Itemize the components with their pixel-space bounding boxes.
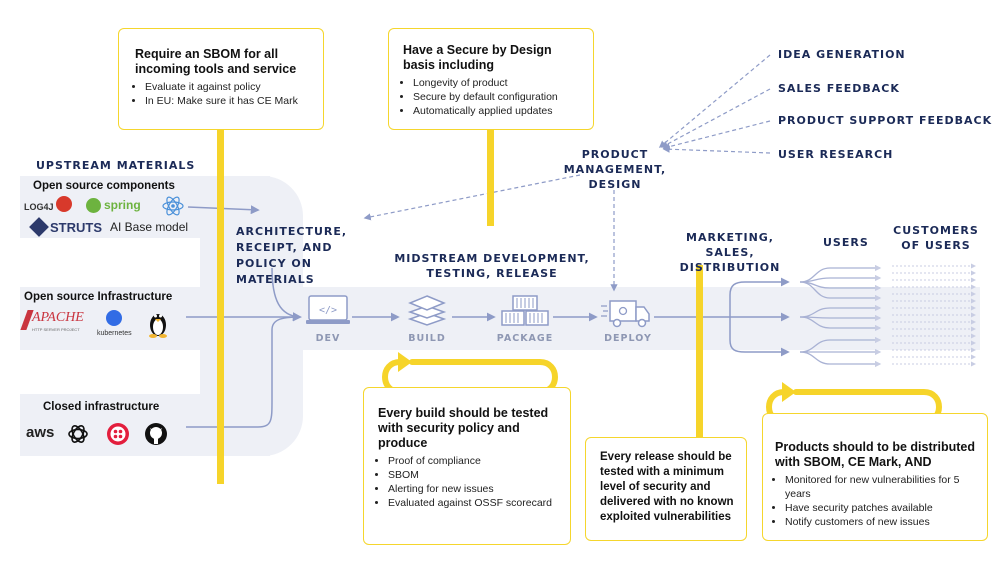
input-idea-generation: IDEA GENERATION xyxy=(778,48,906,61)
list-item: Automatically applied updates xyxy=(413,104,583,118)
list-item: Longevity of product xyxy=(413,76,583,90)
list-item: Monitored for new vulnerabilities for 5 … xyxy=(785,473,977,501)
yellow-connector-design xyxy=(487,128,494,226)
callout-secure-design-title: Have a Secure by Design basis including xyxy=(403,43,552,72)
input-sales-feedback: SALES FEEDBACK xyxy=(778,82,900,95)
closed-infra-title: Closed infrastructure xyxy=(43,401,160,413)
deploy-truck-icon xyxy=(601,300,650,328)
spring-leaf-icon xyxy=(86,198,101,213)
struts-logo: STRUTS xyxy=(50,220,102,235)
stage-dev: DEV xyxy=(315,333,341,344)
react-atom-icon xyxy=(162,196,184,216)
list-item: Alerting for new issues xyxy=(388,482,560,496)
apache-logo: APACHE xyxy=(32,310,84,325)
twilio-icon xyxy=(107,423,129,445)
ai-base-model-label: AI Base model xyxy=(110,220,189,234)
callout-sbom-list: Evaluate it against policy In EU: Make s… xyxy=(135,80,313,108)
open-source-infra-title: Open source Infrastructure xyxy=(24,291,173,303)
callout-build-test-list: Proof of compliance SBOM Alerting for ne… xyxy=(378,454,560,510)
kubernetes-logo: kubernetes xyxy=(97,330,132,337)
github-icon xyxy=(145,423,167,445)
open-source-components-logos: LOG4J spring STRUTS AI Base model xyxy=(24,196,194,238)
midstream-label: MIDSTREAM DEVELOPMENT, TESTING, RELEASE xyxy=(394,252,590,280)
stage-build: BUILD xyxy=(408,333,446,344)
aws-icon: aws xyxy=(26,424,55,441)
callout-distribution: Products should to be distributed with S… xyxy=(762,413,988,541)
input-product-support-feedback: PRODUCT SUPPORT FEEDBACK xyxy=(778,114,993,127)
open-source-infra-logos: APACHE HTTP SERVER PROJECT kubernetes xyxy=(20,308,184,344)
callout-secure-design-list: Longevity of product Secure by default c… xyxy=(403,76,583,118)
pipeline-band xyxy=(20,287,980,350)
list-item: Notify customers of new issues xyxy=(785,515,977,529)
closed-infra-logos: aws xyxy=(26,422,176,452)
list-item: SBOM xyxy=(388,468,560,482)
stage-deploy: DEPLOY xyxy=(604,333,652,344)
callout-distribution-title: Products should to be distributed with S… xyxy=(775,440,975,469)
callout-build-test: Every build should be tested with securi… xyxy=(363,387,571,545)
callout-build-test-title: Every build should be tested with securi… xyxy=(378,406,549,450)
log4j-mark-icon xyxy=(56,196,72,212)
callout-release-body: Every release should be tested with a mi… xyxy=(600,451,734,523)
package-container-icon xyxy=(501,295,549,326)
yellow-connector-sbom xyxy=(217,128,224,484)
list-item: In EU: Make sure it has CE Mark xyxy=(145,94,313,108)
marketing-label: MARKETING, SALES, DISTRIBUTION xyxy=(679,231,781,274)
list-item: Secure by default configuration xyxy=(413,90,583,104)
log4j-icon: LOG4J xyxy=(24,202,54,212)
struts-icon xyxy=(29,217,49,237)
callout-release: Every release should be tested with a mi… xyxy=(585,437,747,541)
openai-icon xyxy=(68,425,88,443)
architecture-label: ARCHITECTURE, RECEIPT, AND POLICY ON MAT… xyxy=(236,225,348,286)
list-item: Have security patches available xyxy=(785,501,977,515)
open-source-components-title: Open source components xyxy=(33,180,175,192)
input-user-research: USER RESEARCH xyxy=(778,148,894,161)
list-item: Evaluated against OSSF scorecard xyxy=(388,496,560,510)
build-layers-icon xyxy=(407,295,447,326)
stage-package: PACKAGE xyxy=(496,333,554,344)
svg-text:</>: </> xyxy=(319,305,337,316)
list-item: Evaluate it against policy xyxy=(145,80,313,94)
customers-of-users-label: CUSTOMERS OF USERS xyxy=(893,224,979,252)
spring-logo: spring xyxy=(104,198,141,212)
linux-tux-icon xyxy=(149,314,167,338)
kubernetes-icon xyxy=(106,310,122,326)
list-item: Proof of compliance xyxy=(388,454,560,468)
callout-distribution-list: Monitored for new vulnerabilities for 5 … xyxy=(775,473,977,529)
users-label: USERS xyxy=(823,236,869,249)
yellow-connector-release xyxy=(696,265,703,440)
callout-sbom-title: Require an SBOM for all incoming tools a… xyxy=(135,47,297,76)
apache-subtitle: HTTP SERVER PROJECT xyxy=(32,327,80,332)
dev-icon: </> xyxy=(306,295,350,324)
product-management-label: PRODUCT MANAGEMENT, DESIGN xyxy=(563,148,667,191)
callout-sbom: Require an SBOM for all incoming tools a… xyxy=(118,28,324,130)
callout-secure-design: Have a Secure by Design basis including … xyxy=(388,28,594,130)
upstream-materials-title: UPSTREAM MATERIALS xyxy=(36,159,196,172)
